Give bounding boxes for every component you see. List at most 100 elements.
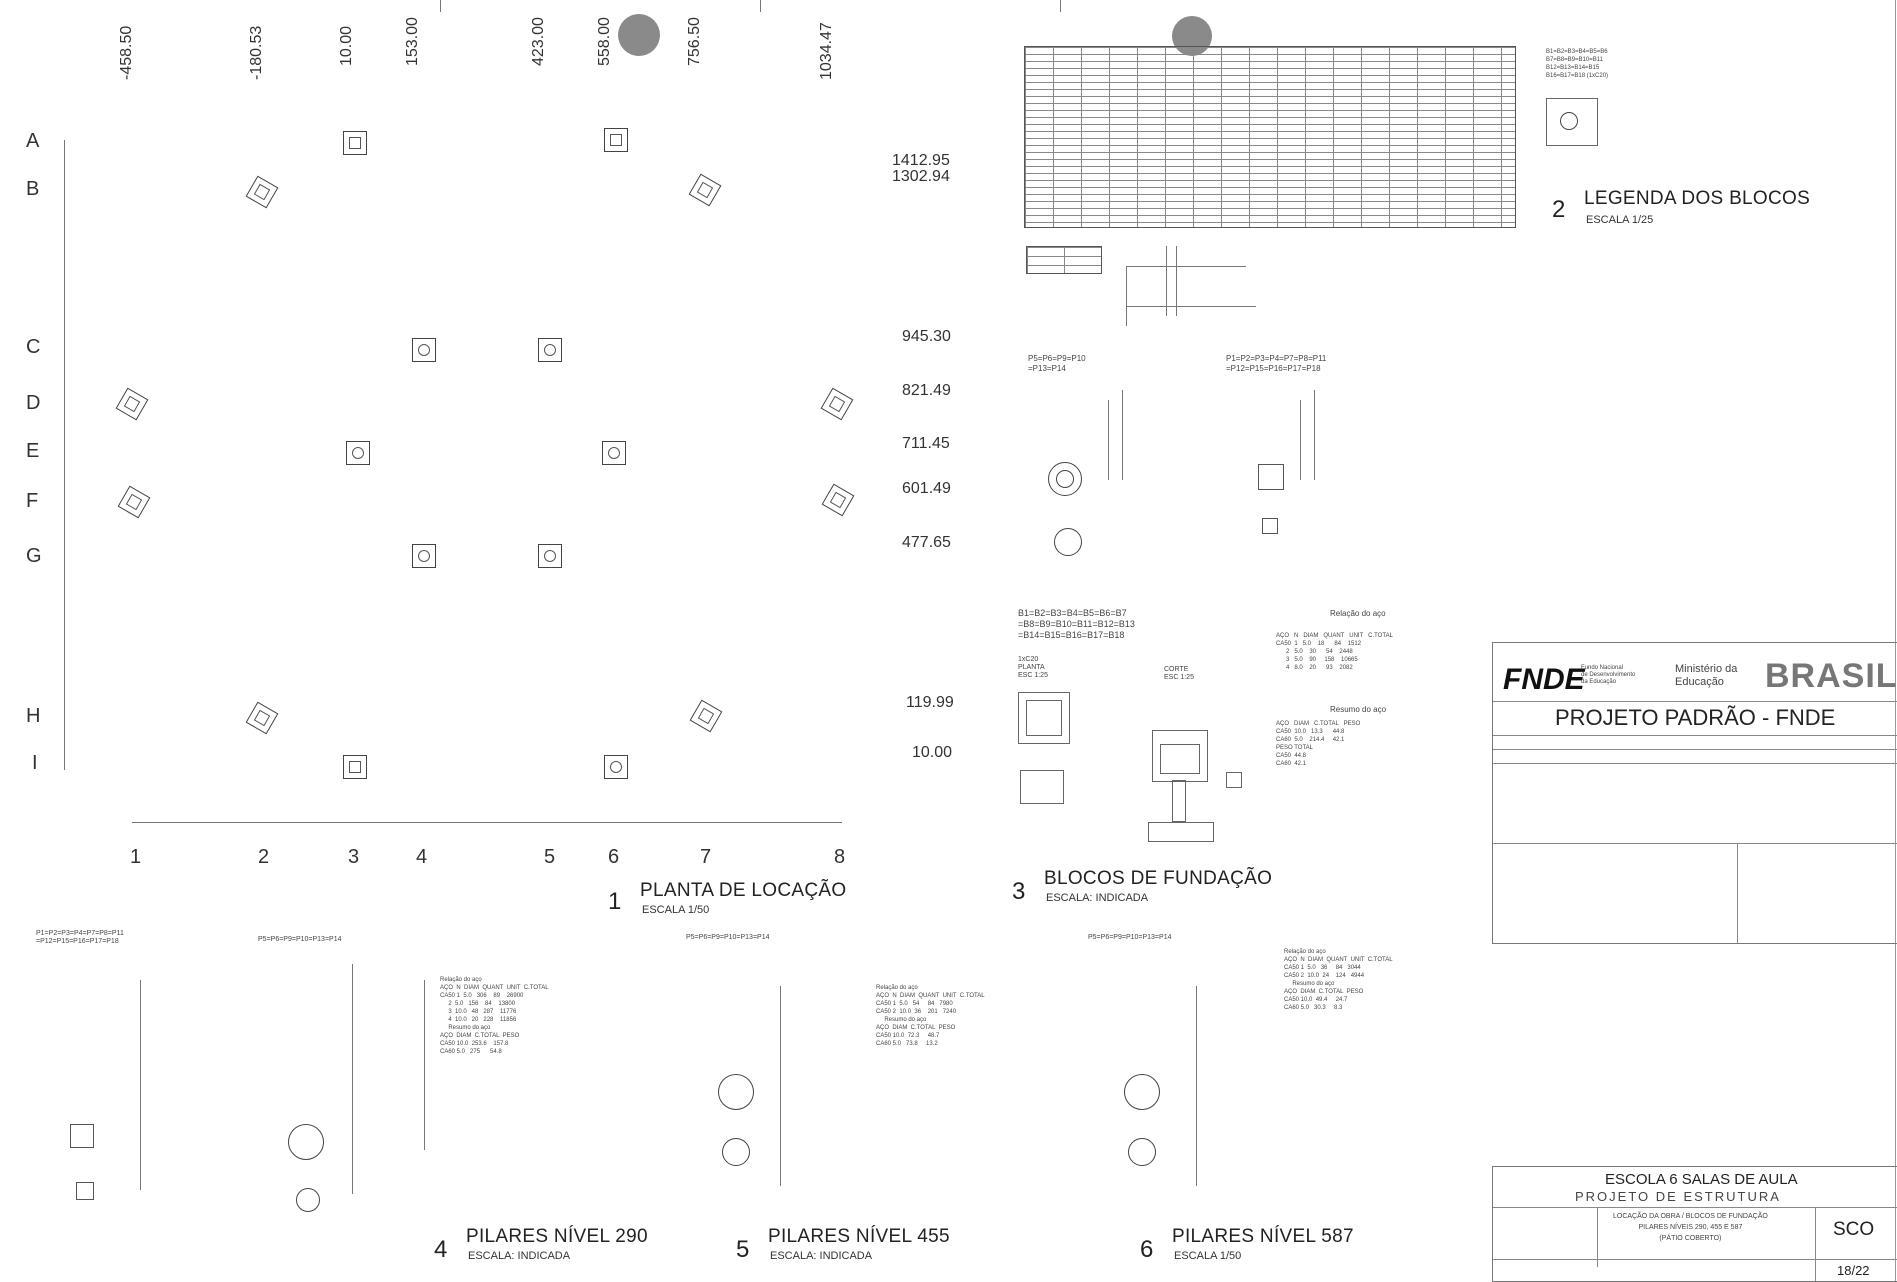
ministry-label: Ministério da Educação — [1675, 663, 1738, 688]
pile-block[interactable] — [117, 485, 151, 519]
project-title: PROJETO PADRÃO - FNDE — [1555, 705, 1836, 730]
pillar-line — [424, 980, 425, 1150]
legend-title: LEGENDA DOS BLOCOS — [1584, 188, 1811, 209]
pile-block[interactable] — [604, 128, 628, 152]
tb-divider — [1493, 701, 1897, 702]
y-coord-label: 1302.94 — [892, 168, 950, 185]
block-plan-square — [1018, 692, 1070, 744]
tb-divider — [1493, 749, 1897, 750]
y-coord-label: 119.99 — [906, 694, 954, 711]
pile-block[interactable] — [412, 338, 436, 362]
pile-block[interactable] — [538, 338, 562, 362]
pillar-section-square — [70, 1124, 94, 1148]
x-coord-label: 423.00 — [530, 17, 547, 66]
plan-title: PLANTA DE LOCAÇÃO — [640, 880, 847, 901]
group-a-label: P5=P6=P9=P10 =P13=P14 — [1028, 354, 1086, 373]
pillar-head: P1=P2=P3=P4=P7=P8=P11 =P12=P15=P16=P17=P… — [36, 930, 124, 945]
detail-line — [1126, 266, 1246, 267]
title-block: FNDE Fundo Nacional de Desenvolvimento d… — [1492, 642, 1897, 944]
pillar-number: 5 — [736, 1236, 750, 1263]
pillar-number: 4 — [434, 1236, 448, 1263]
pile-block[interactable] — [688, 173, 722, 207]
pile-block[interactable] — [538, 544, 562, 568]
pillar-section-circle — [296, 1188, 320, 1212]
pillar-steel-table: Relação do aço AÇO N DIAM QUANT UNIT C.T… — [876, 985, 985, 1047]
legend-number: 2 — [1552, 196, 1566, 223]
y-coord-label: 477.65 — [902, 534, 951, 551]
frame-tick — [1060, 0, 1061, 12]
frame-right-edge — [1895, 0, 1896, 1281]
detail-line — [1314, 390, 1315, 480]
pillar-steel-table: Relação do aço AÇO N DIAM QUANT UNIT C.T… — [1284, 949, 1393, 1011]
detail-line — [1126, 266, 1127, 326]
pile-block[interactable] — [821, 483, 855, 517]
plan-number: 1 — [608, 888, 622, 915]
col-label: 7 — [700, 846, 712, 868]
block-section-inner — [1160, 744, 1200, 774]
pile-block[interactable] — [343, 131, 367, 155]
legend-block-square — [1546, 98, 1598, 146]
x-coord-label: 756.50 — [686, 17, 703, 66]
block-detail — [1020, 770, 1064, 804]
res-title: Resumo do aço — [1330, 705, 1387, 714]
stirrup-square — [1262, 518, 1278, 534]
pile-block[interactable] — [115, 387, 149, 421]
pillar-section-circle — [1048, 462, 1082, 496]
y-coord-label: 10.00 — [912, 744, 953, 761]
tb-col — [1597, 1207, 1598, 1267]
pile-block[interactable] — [412, 544, 436, 568]
pile-block[interactable] — [343, 755, 367, 779]
row-label: D — [26, 392, 41, 414]
pile-block[interactable] — [602, 441, 626, 465]
pile-block[interactable] — [820, 387, 854, 421]
pillar-head: P5=P6=P9=P10=P13=P14 — [1088, 934, 1172, 941]
legend-scale: ESCALA 1/25 — [1586, 214, 1654, 226]
detail-line — [1108, 400, 1109, 480]
col-label: 2 — [258, 846, 270, 868]
row-label: B — [26, 178, 40, 200]
pile-block[interactable] — [604, 755, 628, 779]
pillar-head: P5=P6=P9=P10=P13=P14 — [258, 936, 342, 943]
pillar-section-circle — [722, 1138, 750, 1166]
block-bar — [1226, 772, 1242, 788]
plan-view-label: 1xC20 PLANTA ESC 1:25 — [1018, 656, 1048, 679]
legend-notes: B1=B2=B3=B4=B5=B6 B7=B8=B9=B10=B11 B12=B… — [1546, 49, 1609, 79]
pile-block[interactable] — [689, 699, 723, 733]
col-label: 6 — [608, 846, 620, 868]
tb-divider — [1493, 1259, 1897, 1260]
fnde-subtitle: Fundo Nacional de Desenvolvimento da Edu… — [1581, 665, 1636, 685]
block-pillar-stub — [1172, 780, 1186, 822]
pillar-section-square — [1258, 464, 1284, 490]
tb-divider — [1493, 735, 1897, 736]
pillar-line — [1196, 986, 1197, 1186]
detail-line — [1176, 246, 1177, 316]
section-label: CORTE ESC 1:25 — [1164, 666, 1194, 681]
block-section — [1152, 730, 1208, 782]
pillar-scale: ESCALA: INDICADA — [770, 1250, 873, 1262]
pillar-scale: ESCALA 1/50 — [1174, 1250, 1242, 1262]
pillar-section-inner — [1056, 470, 1074, 488]
row-label: G — [26, 545, 42, 567]
frame-tick — [440, 0, 441, 12]
structure-title: PROJETO DE ESTRUTURA — [1575, 1189, 1781, 1204]
x-coord-label: 10.00 — [338, 25, 355, 66]
pillar-line — [140, 980, 141, 1190]
foundation-number: 3 — [1012, 878, 1026, 905]
pillar-title: PILARES NÍVEL 290 — [466, 1226, 648, 1247]
res-table: AÇO DIAM C.TOTAL PESO CA50 10.0 13.3 44.… — [1276, 721, 1361, 767]
rel-table: AÇO N DIAM QUANT UNIT C.TOTAL CA50 1 5.0… — [1276, 633, 1393, 671]
row-label: C — [26, 336, 41, 358]
pile-block[interactable] — [245, 175, 279, 209]
fnde-logo: FNDE — [1503, 663, 1585, 696]
marker-dot[interactable] — [618, 14, 660, 56]
pile-block[interactable] — [245, 701, 279, 735]
detail-line — [1122, 390, 1123, 480]
plan-scale: ESCALA 1/50 — [642, 904, 710, 916]
block-plan-inner — [1026, 700, 1062, 736]
pillar-section-circle — [1128, 1138, 1156, 1166]
pile-block[interactable] — [346, 441, 370, 465]
y-coord-label: 821.49 — [902, 382, 951, 399]
y-coord-label: 1412.95 — [892, 152, 950, 169]
pillar-title: PILARES NÍVEL 587 — [1172, 1226, 1354, 1247]
brasil-logo: BRASIL — [1765, 657, 1897, 695]
